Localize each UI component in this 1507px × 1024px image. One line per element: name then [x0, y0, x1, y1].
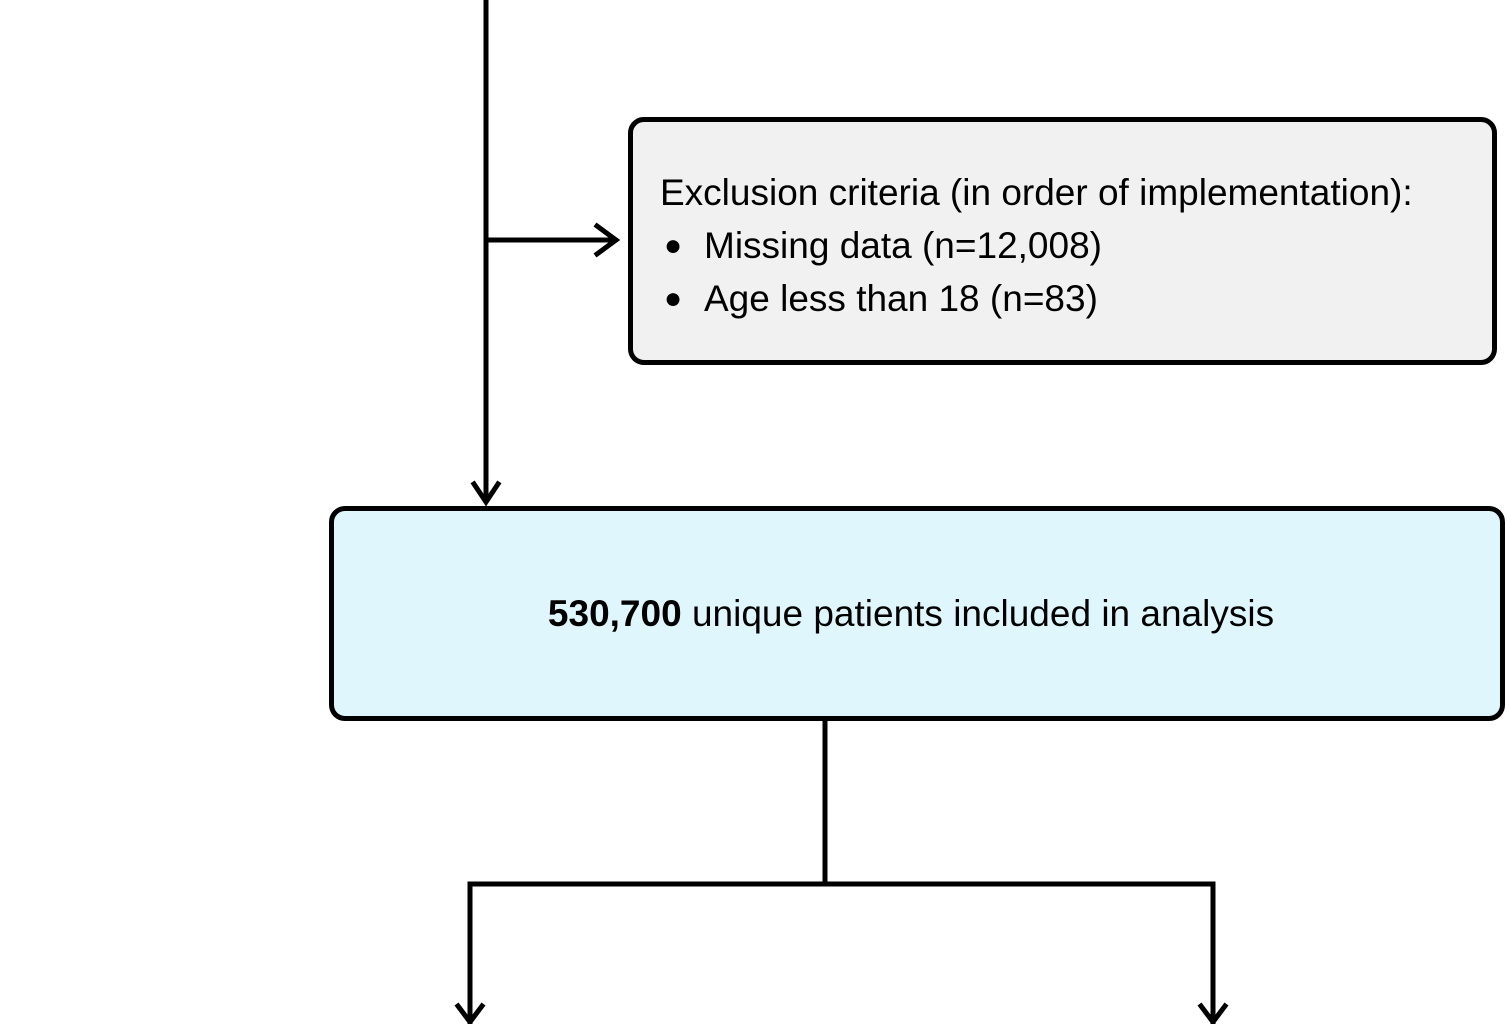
exclusion-item-missing-data: ● Missing data (n=12,008): [660, 219, 1492, 272]
exclusion-item-label: Missing data (n=12,008): [704, 225, 1102, 266]
included-patients-label: unique patients included in analysis: [681, 592, 1275, 634]
included-patients-box: 530,700 unique patients included in anal…: [329, 506, 1505, 721]
bullet-icon: ●: [664, 229, 683, 262]
included-patients-count: 530,700: [547, 592, 682, 634]
exclusion-item-age: ● Age less than 18 (n=83): [660, 272, 1492, 325]
right-branch-arrowhead: [1197, 1002, 1229, 1024]
bullet-icon: ●: [664, 282, 683, 315]
exclusion-arrowhead: [593, 222, 621, 258]
exclusion-criteria-list: ● Missing data (n=12,008) ● Age less tha…: [660, 219, 1492, 325]
exclusion-item-label: Age less than 18 (n=83): [704, 278, 1098, 319]
included-arrowhead: [470, 480, 502, 507]
left-branch-arrowhead: [454, 1002, 486, 1024]
included-patients-text: 530,700 unique patients included in anal…: [548, 593, 1286, 635]
exclusion-criteria-heading: Exclusion criteria (in order of implemen…: [660, 172, 1413, 213]
exclusion-criteria-box: Exclusion criteria (in order of implemen…: [628, 117, 1497, 365]
